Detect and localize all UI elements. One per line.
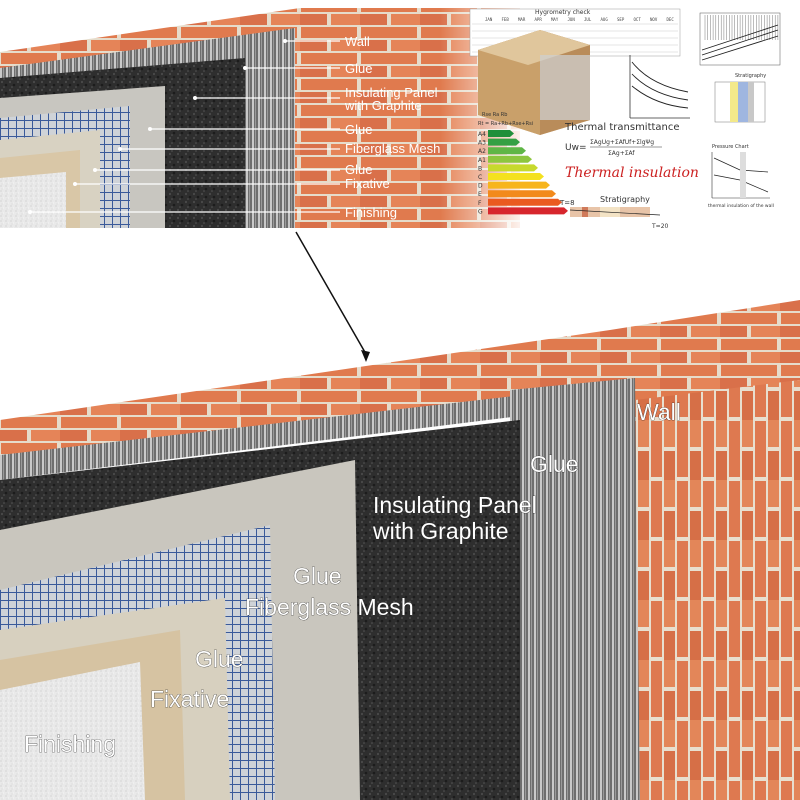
thermal-insulation-headline: Thermal insulation	[565, 165, 699, 181]
bottom-label-glue-2: Glue	[293, 563, 342, 589]
pressure-chart: Pressure Chart thermal insulation of the…	[708, 144, 774, 209]
top-label-glue-3: Glue	[345, 162, 372, 177]
bottom-panel	[0, 300, 800, 800]
top-leader-dots	[28, 39, 287, 214]
energy-class-bar	[488, 173, 544, 180]
energy-class-label: A2	[478, 148, 486, 155]
energy-class-bar	[488, 147, 526, 155]
top-label-glue-2: Glue	[345, 122, 372, 137]
diagonal-line-chart	[699, 12, 781, 66]
energy-class-label: A3	[478, 140, 486, 147]
svg-text:Pressure Chart: Pressure Chart	[712, 144, 749, 150]
energy-class-bar	[488, 207, 568, 215]
top-panel	[0, 8, 520, 228]
svg-text:Stratigraphy: Stratigraphy	[600, 195, 650, 204]
energy-class-label: D	[478, 183, 483, 190]
energy-class-label: C	[478, 174, 482, 181]
energy-class-bar	[488, 138, 520, 146]
hygrometry-title: Hygrometry check	[535, 9, 591, 16]
svg-text:Stratigraphy: Stratigraphy	[735, 73, 766, 79]
energy-class-bar	[488, 190, 556, 198]
month-label: FEB	[502, 17, 510, 22]
bottom-wall-side	[635, 380, 800, 800]
month-label: JUL	[584, 17, 592, 22]
wall-block-illustration	[478, 30, 590, 135]
top-leader-lines	[30, 40, 340, 213]
month-row: JAN FEB MAR APR MAY JUN JUL AUG SEP OCT NOV DEC	[485, 17, 674, 22]
top-label-fiberglass-mesh: Fiberglass Mesh	[345, 141, 440, 156]
bottom-glue-side	[510, 378, 640, 800]
bottom-finishing	[0, 662, 145, 800]
month-label: DEC	[667, 17, 675, 22]
rse-formula: Rse Ra Rb	[482, 112, 507, 118]
top-finishing	[0, 172, 66, 228]
stratigraphy-diagram: T=8 Stratigraphy T=20	[559, 195, 669, 230]
month-label: NOV	[650, 17, 658, 22]
energy-class-bar	[488, 181, 550, 189]
energy-class-label: G	[478, 208, 483, 215]
bottom-label-glue-3: Glue	[195, 646, 244, 672]
energy-class-label: F	[478, 200, 482, 207]
bottom-glue-top	[0, 385, 610, 480]
month-label: AUG	[601, 17, 609, 22]
energy-class-bar	[488, 164, 538, 172]
bottom-label-glue-1: Glue	[530, 451, 579, 477]
thermal-transmittance: Thermal transmittance	[564, 122, 680, 133]
energy-class-label: A1	[478, 157, 486, 164]
curve-chart	[629, 55, 690, 119]
svg-text:thermal insulation of the wall: thermal insulation of the wall	[708, 203, 774, 209]
month-label: MAY	[551, 17, 559, 22]
top-label-wall: Wall	[345, 34, 370, 49]
month-label: APR	[535, 17, 543, 22]
formula-uw: Uw=	[565, 143, 587, 153]
energy-class-label: E	[478, 191, 482, 198]
bottom-label-finishing: Finishing	[24, 731, 116, 757]
energy-class-bar	[488, 130, 514, 137]
bottom-label-wall: Wall	[637, 399, 681, 425]
rtot-formula: Rt = Ra+Rb+Rse+Rsi	[478, 121, 533, 127]
top-label-fixative: Fixative	[345, 176, 390, 191]
bottom-wall-coping	[0, 300, 800, 455]
month-label: MAR	[518, 17, 526, 22]
stratigraphy-small: Stratigraphy	[714, 73, 766, 123]
formula-denominator: ΣAg+ΣAf	[608, 150, 635, 157]
zoom-arrow	[295, 231, 370, 362]
month-label: OCT	[634, 17, 642, 22]
bottom-label-fiberglass-mesh: Fiberglass Mesh	[245, 594, 414, 620]
month-label: JAN	[485, 17, 493, 22]
top-label-glue-1: Glue	[345, 61, 372, 76]
bottom-label-fixative: Fixative	[150, 686, 229, 712]
energy-class-label: B	[478, 165, 482, 172]
formula-numerator: ΣAgUg+ΣAfUf+ΣlgΨg	[590, 139, 654, 146]
top-label-finishing: Finishing	[345, 205, 397, 220]
month-label: SEP	[617, 17, 625, 22]
energy-class-bar	[488, 155, 532, 163]
energy-class-label: A4	[478, 131, 486, 138]
svg-text:T=20: T=20	[651, 223, 669, 230]
energy-class-bar	[488, 198, 562, 206]
month-label: JUN	[568, 17, 576, 22]
svg-text:T=8: T=8	[559, 199, 575, 207]
